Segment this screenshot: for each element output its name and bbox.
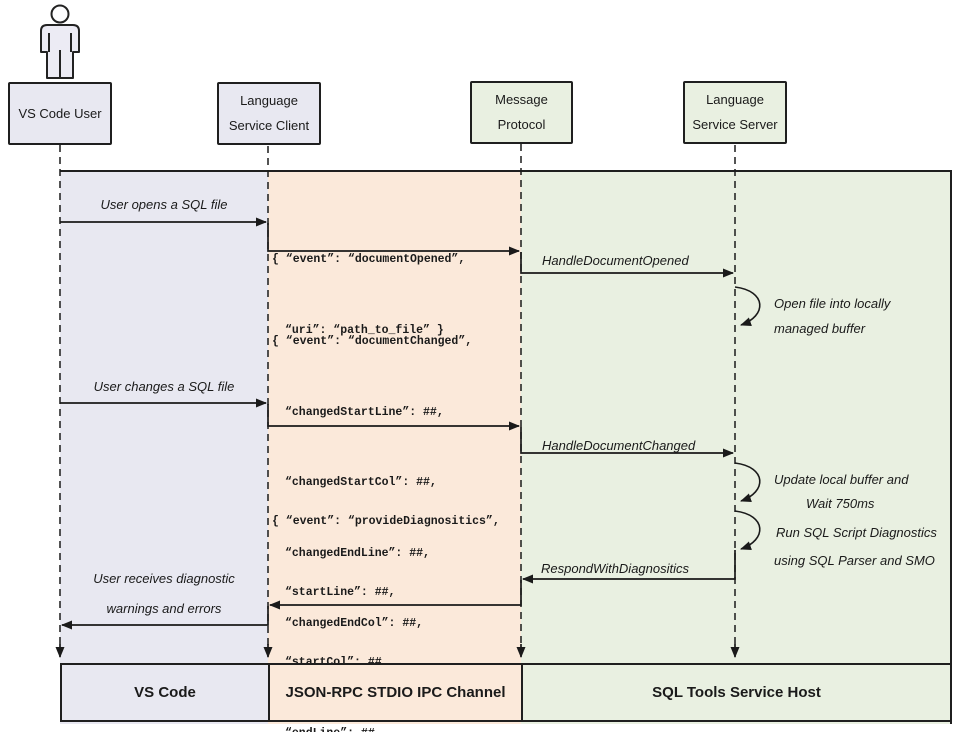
note-update-buffer-line2: Wait 750ms bbox=[806, 496, 875, 511]
bottom-box-vscode: VS Code bbox=[60, 663, 270, 722]
note-open-file-line1: Open file into locally bbox=[774, 296, 891, 311]
label-user-changes-file: User changes a SQL file bbox=[93, 379, 235, 394]
header-label: Service Server bbox=[692, 117, 778, 132]
label-user-receives-line2: warnings and errors bbox=[106, 601, 222, 616]
header-language-service-client: Language Service Client bbox=[217, 82, 321, 145]
header-label: Language bbox=[240, 93, 298, 108]
label-user-opens-file: User opens a SQL file bbox=[100, 197, 228, 212]
header-label: Service Client bbox=[228, 118, 310, 133]
bottom-box-label: JSON-RPC STDIO IPC Channel bbox=[285, 684, 506, 701]
bottom-box-service-host: SQL Tools Service Host bbox=[521, 663, 952, 722]
header-label: VS Code User bbox=[18, 105, 102, 121]
lane-vscode bbox=[60, 172, 268, 724]
json-document-opened: { “event”: “documentOpened”, “uri”: “pat… bbox=[272, 253, 466, 337]
header-label: Language bbox=[706, 92, 764, 107]
label-handle-document-changed: HandleDocumentChanged bbox=[542, 438, 696, 453]
note-run-diagnostics-line2: using SQL Parser and SMO bbox=[774, 553, 935, 568]
lane-ipc-channel bbox=[268, 172, 521, 724]
label-user-receives-line1: User receives diagnostic bbox=[93, 571, 235, 586]
bottom-box-ipc-channel: JSON-RPC STDIO IPC Channel bbox=[268, 663, 523, 722]
note-update-buffer-line1: Update local buffer and bbox=[774, 472, 909, 487]
note-open-file-line2: managed buffer bbox=[774, 321, 866, 336]
header-label: Message bbox=[495, 92, 548, 107]
header-vscode-user: VS Code User bbox=[8, 82, 112, 145]
bottom-box-label: VS Code bbox=[134, 684, 196, 701]
person-actor-icon bbox=[40, 4, 80, 79]
header-language-service-server: Language Service Server bbox=[683, 81, 787, 144]
header-label: Protocol bbox=[497, 117, 546, 132]
label-handle-document-opened: HandleDocumentOpened bbox=[542, 253, 689, 268]
lane-area bbox=[60, 170, 952, 724]
label-respond-with-diagnostics: RespondWithDiagnositics bbox=[541, 561, 690, 576]
note-run-diagnostics-line1: Run SQL Script Diagnostics bbox=[776, 525, 937, 540]
header-message-protocol: Message Protocol bbox=[470, 81, 573, 144]
bottom-box-label: SQL Tools Service Host bbox=[652, 684, 821, 701]
